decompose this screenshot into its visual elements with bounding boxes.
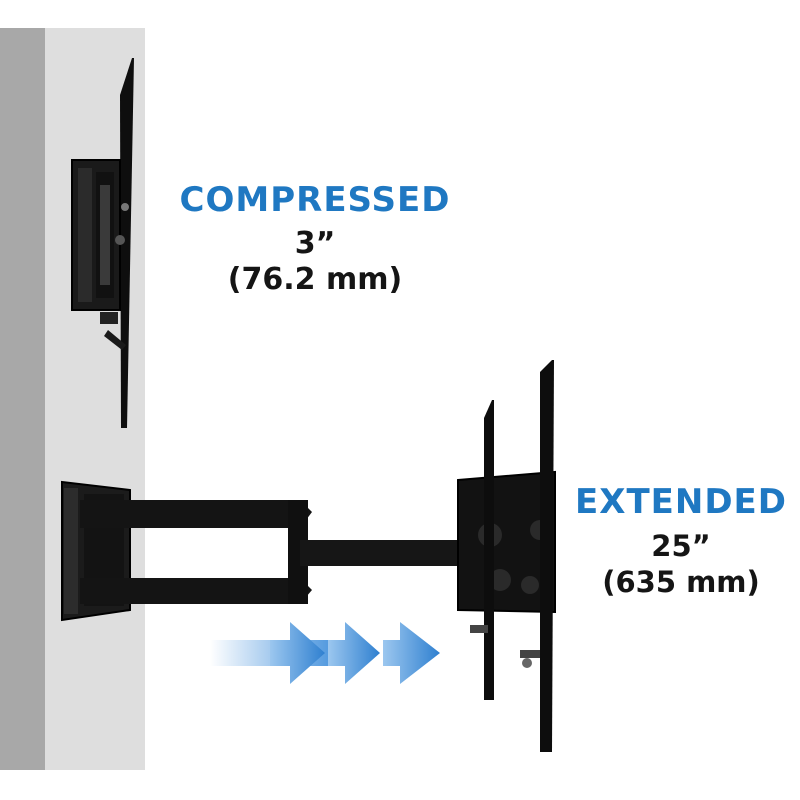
extended-heading: EXTENDED	[575, 482, 787, 522]
motion-arrows	[210, 622, 440, 684]
compressed-label: COMPRESSED 3” (76.2 mm)	[175, 180, 455, 298]
wall-side	[0, 28, 45, 770]
right-arrow-icon	[383, 622, 440, 684]
extended-label: EXTENDED 25” (635 mm)	[568, 482, 794, 600]
compressed-heading: COMPRESSED	[179, 180, 451, 220]
compressed-mount	[71, 58, 134, 428]
extended-mount	[61, 360, 556, 752]
extended-metric: (635 mm)	[602, 565, 760, 599]
right-arrow-icon	[270, 622, 325, 684]
right-arrow-icon	[328, 622, 380, 684]
compressed-metric: (76.2 mm)	[227, 262, 403, 297]
compressed-inches: 3”	[294, 226, 336, 261]
extended-inches: 25”	[651, 529, 711, 563]
